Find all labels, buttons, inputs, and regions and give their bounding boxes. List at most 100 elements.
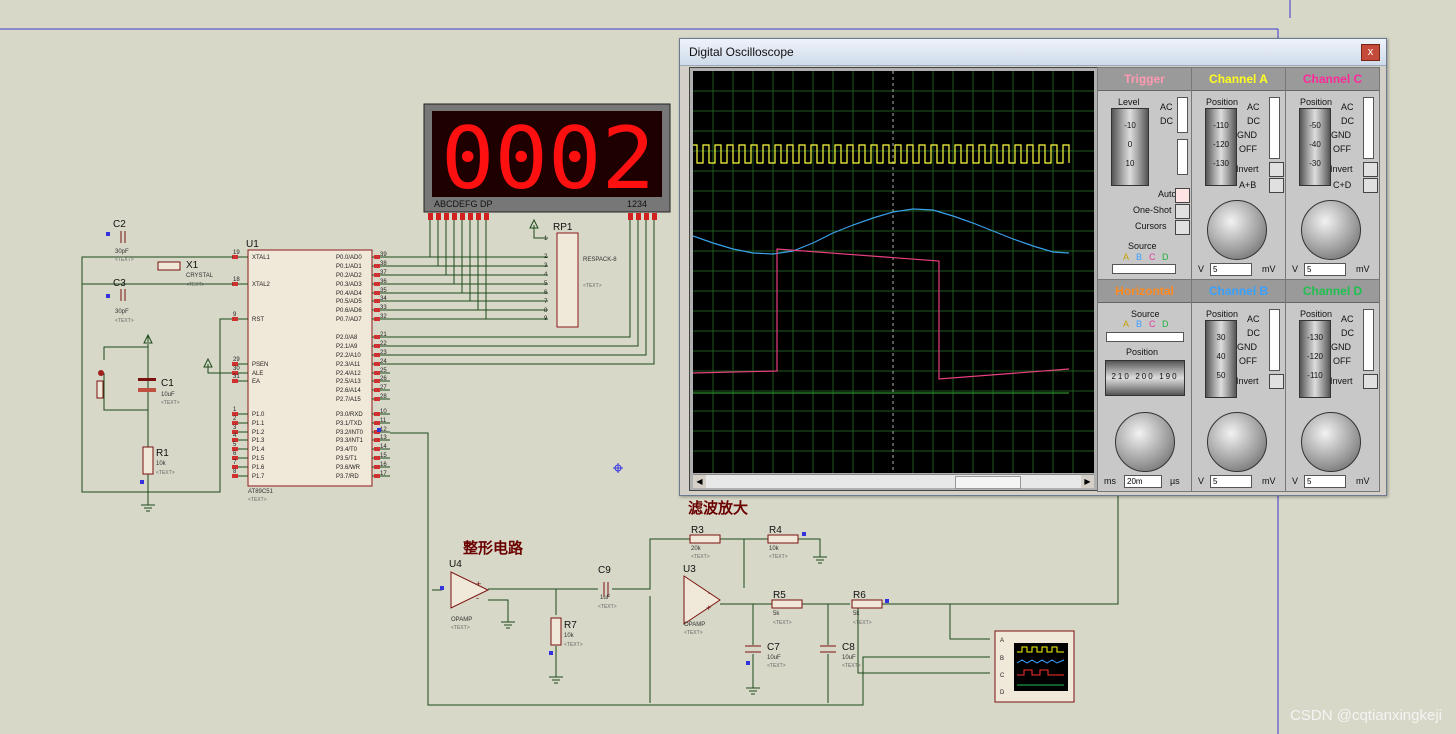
mcu-pin-num: 27 <box>380 385 387 391</box>
display-horizontal-scrollbar[interactable]: ◀ ▶ <box>693 474 1094 489</box>
cursors-button[interactable] <box>1175 220 1190 235</box>
resistor-r6[interactable] <box>851 599 883 609</box>
mcu-pin-num: 30 <box>233 366 240 372</box>
channel-c-invert-button[interactable] <box>1363 162 1378 177</box>
svg-text:30pF: 30pF <box>115 309 129 315</box>
trigger-auto-button[interactable] <box>1175 188 1190 203</box>
resistor-pack-rp1[interactable]: RP1 RESPACK-8 <TEXT> 123 456 789 <box>544 222 617 328</box>
svg-text:5k: 5k <box>853 611 860 617</box>
trigger-level-drum[interactable]: -10 0 10 <box>1111 108 1149 186</box>
channel-a-volts-field[interactable]: 5 <box>1210 263 1252 276</box>
mcu-pin-num: 28 <box>380 394 387 400</box>
channel-b-position-drum[interactable]: 30 40 50 <box>1205 320 1237 398</box>
reset-button[interactable] <box>96 370 104 399</box>
svg-text:30pF: 30pF <box>115 249 129 255</box>
trigger-coupling-switch[interactable] <box>1177 97 1188 133</box>
channel-d-invert-button[interactable] <box>1363 374 1378 389</box>
timebase-knob[interactable] <box>1115 412 1175 472</box>
scope-traces <box>693 71 1094 473</box>
mcu-pin-num: 35 <box>380 288 387 294</box>
capacitor-c8[interactable] <box>820 645 836 653</box>
channel-a-volts-knob[interactable] <box>1207 200 1267 260</box>
svg-text:OPAMP: OPAMP <box>451 617 472 623</box>
channel-d-panel: Channel D Position -130 -120 -110 AC DC … <box>1285 279 1380 492</box>
trigger-edge-switch[interactable] <box>1177 139 1188 175</box>
mcu-pin-name: ALE <box>252 371 263 377</box>
mcu-pin-name: P3.0/RXD <box>336 412 363 418</box>
mcu-ref: U1 <box>246 239 259 250</box>
channel-b-invert-button[interactable] <box>1269 374 1284 389</box>
channel-a-coupling-switch[interactable] <box>1269 97 1280 159</box>
timebase-field[interactable]: 20m <box>1124 475 1162 488</box>
channel-d-volts-field[interactable]: 5 <box>1304 475 1346 488</box>
svg-text:8: 8 <box>544 308 548 314</box>
channel-b-coupling-switch[interactable] <box>1269 309 1280 371</box>
channel-c-coupling-switch[interactable] <box>1363 97 1374 159</box>
mcu-pin-name: XTAL1 <box>252 255 271 261</box>
channel-a-invert-button[interactable] <box>1269 162 1284 177</box>
oscilloscope-instrument[interactable]: A B C D <box>994 630 1075 703</box>
svg-text:<TEXT>: <TEXT> <box>769 554 788 560</box>
close-button[interactable]: x <box>1361 44 1380 61</box>
trigger-one-shot-button[interactable] <box>1175 204 1190 219</box>
svg-text:CRYSTAL: CRYSTAL <box>186 273 214 279</box>
channel-b-volts-knob[interactable] <box>1207 412 1267 472</box>
channel-d-volts-knob[interactable] <box>1301 412 1361 472</box>
svg-text:10uF: 10uF <box>842 655 856 661</box>
channel-c-volts-knob[interactable] <box>1301 200 1361 260</box>
crystal-x1[interactable] <box>157 261 181 271</box>
resistor-r4[interactable] <box>767 534 799 544</box>
horizontal-position-drum[interactable]: 210 200 190 <box>1105 360 1185 396</box>
scroll-left-icon[interactable]: ◀ <box>693 475 706 488</box>
svg-text:OPAMP: OPAMP <box>684 622 705 628</box>
mcu-at89c51[interactable]: U1 AT89C51 <TEXT> <box>246 239 373 503</box>
svg-text:<TEXT>: <TEXT> <box>842 663 861 669</box>
channel-c-combine-button[interactable] <box>1363 178 1378 193</box>
capacitor-c2[interactable] <box>120 231 126 243</box>
svg-text:RESPACK-8: RESPACK-8 <box>583 257 617 263</box>
opamp-u4[interactable]: +- <box>450 571 490 609</box>
window-titlebar[interactable]: Digital Oscilloscope x <box>680 39 1386 66</box>
channel-c-position-drum[interactable]: -50 -40 -30 <box>1299 108 1331 186</box>
trigger-source-slider[interactable] <box>1112 264 1176 274</box>
seven-segment-display[interactable]: 0002 ABCDEFG DP 1234 <box>423 103 671 220</box>
capacitor-c9[interactable] <box>603 582 609 597</box>
mcu-pin-name: P1.6 <box>252 465 265 471</box>
mcu-pin-name: P0.0/AD0 <box>336 255 362 261</box>
mcu-text: <TEXT> <box>248 497 267 503</box>
mcu-pin-num: 34 <box>380 296 387 302</box>
svg-text:<TEXT>: <TEXT> <box>773 620 792 626</box>
channel-c-volts-field[interactable]: 5 <box>1304 263 1346 276</box>
resistor-r3[interactable] <box>689 534 721 544</box>
mcu-pin-name: P1.7 <box>252 474 265 480</box>
channel-d-position-drum[interactable]: -130 -120 -110 <box>1299 320 1331 398</box>
mcu-pin-name: P2.7/A15 <box>336 397 361 403</box>
svg-text:<TEXT>: <TEXT> <box>115 318 134 324</box>
channel-a-combine-button[interactable] <box>1269 178 1284 193</box>
svg-text:<TEXT>: <TEXT> <box>767 663 786 669</box>
label-shaping-circuit: 整形电路 <box>463 539 524 557</box>
horizontal-panel: Horizontal Source A B C D Position 210 2… <box>1097 279 1192 492</box>
scroll-right-icon[interactable]: ▶ <box>1081 475 1094 488</box>
display-digits: 0002 <box>441 109 655 209</box>
svg-text:X1: X1 <box>186 260 199 271</box>
channel-b-volts-field[interactable]: 5 <box>1210 475 1252 488</box>
channel-d-coupling-switch[interactable] <box>1363 309 1374 371</box>
trigger-panel: Trigger Level -10 0 10 AC DC Auto One-Sh… <box>1097 67 1192 280</box>
capacitor-c7[interactable] <box>745 645 761 653</box>
svg-text:20k: 20k <box>691 546 702 552</box>
resistor-r1[interactable] <box>142 446 154 475</box>
svg-text:C3: C3 <box>113 278 126 289</box>
resistor-r5[interactable] <box>771 599 803 609</box>
horizontal-source-slider[interactable] <box>1106 332 1184 342</box>
resistor-r7[interactable] <box>550 617 562 646</box>
scrollbar-thumb[interactable] <box>955 476 1021 489</box>
capacitor-c1[interactable] <box>138 378 156 392</box>
mcu-pin-name: P0.3/AD3 <box>336 282 362 288</box>
capacitor-c3[interactable] <box>120 289 126 301</box>
opamp-u3[interactable]: -+ <box>683 575 721 625</box>
channel-a-position-drum[interactable]: -110 -120 -130 <box>1205 108 1237 186</box>
svg-text:<TEXT>: <TEXT> <box>691 554 710 560</box>
oscilloscope-window[interactable]: Digital Oscilloscope x <box>679 38 1387 496</box>
